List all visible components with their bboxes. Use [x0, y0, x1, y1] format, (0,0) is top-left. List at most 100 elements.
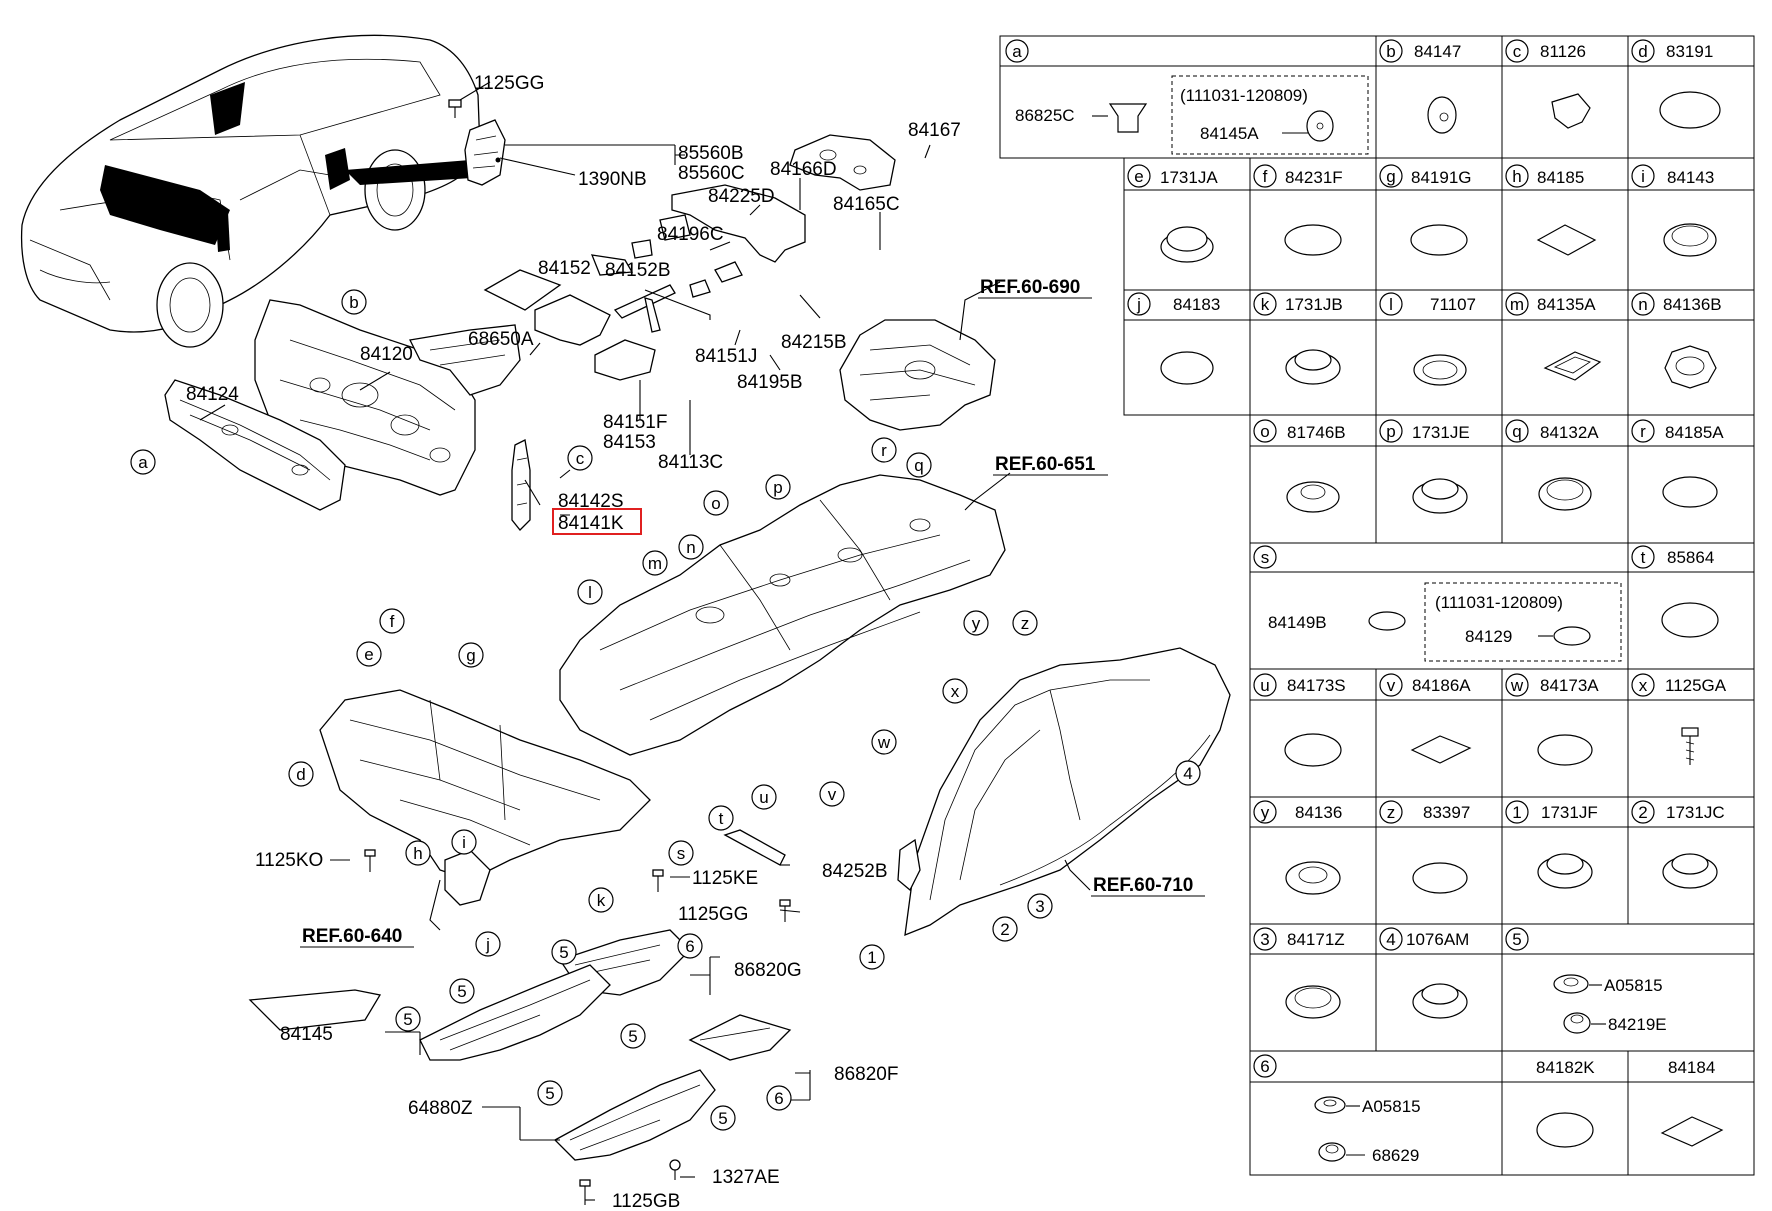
circle-n: n — [678, 534, 704, 560]
label-1125KO: 1125KO — [255, 850, 323, 871]
legend-a: a 86825C (111031-120809) 84145A — [1005, 39, 1334, 143]
circle-o: o — [703, 490, 729, 516]
label-84124: 84124 — [186, 384, 239, 405]
legend-1: 1 1731JF — [1505, 800, 1598, 889]
svg-text:5: 5 — [545, 1084, 554, 1103]
label-84151J: 84151J — [695, 346, 757, 367]
legend-m: m 84135A — [1505, 292, 1602, 381]
svg-text:84149B: 84149B — [1268, 613, 1327, 632]
svg-text:84185A: 84185A — [1665, 423, 1724, 442]
svg-text:w: w — [877, 733, 891, 752]
svg-text:e: e — [1134, 167, 1143, 186]
svg-text:83397: 83397 — [1423, 803, 1470, 822]
bracket-85560 — [448, 99, 506, 186]
svg-text:1125GA: 1125GA — [1665, 676, 1727, 695]
svg-text:k: k — [1261, 295, 1270, 314]
svg-text:A05815: A05815 — [1604, 976, 1663, 995]
legend-84182K: 84182K — [1536, 1058, 1595, 1148]
highlight-box-84141K — [552, 508, 642, 535]
label-84141K: 84141K — [558, 513, 624, 534]
circle-a: a — [130, 449, 156, 475]
circle-t: t — [708, 805, 734, 831]
svg-text:z: z — [1387, 803, 1396, 822]
svg-text:l: l — [1389, 295, 1393, 314]
svg-text:5: 5 — [718, 1109, 727, 1128]
svg-text:1731JA: 1731JA — [1160, 168, 1218, 187]
label-86820F: 86820F — [834, 1064, 898, 1085]
svg-text:86825C: 86825C — [1015, 106, 1075, 125]
under-covers — [248, 929, 792, 1161]
svg-text:85864: 85864 — [1667, 548, 1714, 567]
svg-text:84191G: 84191G — [1411, 168, 1472, 187]
svg-text:j: j — [1136, 295, 1141, 314]
svg-text:A05815: A05815 — [1362, 1097, 1421, 1116]
svg-text:1076AM: 1076AM — [1406, 930, 1469, 949]
svg-text:81746B: 81746B — [1287, 423, 1346, 442]
legend-2: 2 1731JC — [1631, 800, 1725, 889]
svg-text:s: s — [1261, 548, 1270, 567]
svg-text:84136B: 84136B — [1663, 295, 1722, 314]
svg-text:z: z — [1021, 614, 1030, 633]
svg-text:p: p — [1386, 422, 1395, 441]
insulation-pads — [483, 134, 896, 381]
legend-v: v 84186A — [1379, 673, 1472, 764]
ref-60-640: REF.60-640 — [302, 926, 402, 947]
svg-text:h: h — [1512, 167, 1521, 186]
legend-r: r 84185A — [1631, 419, 1724, 508]
svg-text:h: h — [413, 844, 422, 863]
svg-text:i: i — [462, 833, 466, 852]
svg-text:(111031-120809): (111031-120809) — [1180, 86, 1308, 105]
label-84195B: 84195B — [737, 372, 803, 393]
rear-floor-panel — [839, 319, 996, 431]
circle-d: d — [288, 761, 314, 787]
svg-text:c: c — [576, 449, 585, 468]
circle-i: i — [451, 829, 477, 855]
legend-q: q 84132A — [1505, 419, 1599, 511]
circle-z: z — [1012, 610, 1038, 636]
circle-3: 3 — [1027, 893, 1053, 919]
svg-text:r: r — [881, 441, 887, 460]
circle-c: c — [567, 445, 593, 471]
label-84151F: 84151F — [603, 412, 667, 433]
circle-4: 4 — [1175, 760, 1201, 786]
svg-text:(111031-120809): (111031-120809) — [1435, 593, 1563, 612]
label-86820G: 86820G — [734, 960, 802, 981]
svg-text:68629: 68629 — [1372, 1146, 1419, 1165]
leader-lines — [199, 81, 1091, 1201]
svg-text:m: m — [1510, 295, 1524, 314]
svg-text:k: k — [597, 891, 606, 910]
circle-l: l — [577, 579, 603, 605]
reinforcement-84252B — [723, 829, 786, 866]
svg-text:s: s — [677, 844, 686, 863]
svg-text:m: m — [648, 554, 662, 573]
svg-text:84135A: 84135A — [1537, 295, 1596, 314]
car-illustration — [20, 34, 481, 348]
circle-y: y — [963, 610, 989, 636]
svg-text:y: y — [1261, 803, 1270, 822]
circle-6-a: 6 — [677, 933, 703, 959]
svg-text:c: c — [1513, 42, 1522, 61]
svg-text:84173S: 84173S — [1287, 676, 1346, 695]
ref-60-651: REF.60-651 — [995, 454, 1096, 475]
ref-60-690: REF.60-690 — [980, 277, 1080, 298]
svg-text:q: q — [914, 456, 923, 475]
bar-84124 — [164, 379, 346, 511]
svg-text:1: 1 — [1512, 803, 1521, 822]
label-84145: 84145 — [280, 1024, 333, 1045]
circle-6-b: 6 — [766, 1085, 792, 1111]
svg-text:6: 6 — [1260, 1057, 1269, 1076]
svg-text:6: 6 — [774, 1089, 783, 1108]
circle-j: j — [475, 931, 501, 957]
svg-text:o: o — [1260, 422, 1269, 441]
svg-text:84186A: 84186A — [1412, 676, 1471, 695]
svg-text:84145A: 84145A — [1200, 124, 1259, 143]
legend-y: y 84136 — [1253, 800, 1342, 895]
bracket-84141K — [511, 439, 531, 531]
svg-text:v: v — [828, 785, 837, 804]
svg-text:d: d — [1638, 42, 1647, 61]
label-84165C: 84165C — [833, 194, 900, 215]
legend-h: h 84185 — [1505, 164, 1597, 256]
legend-d: d 83191 — [1631, 39, 1721, 129]
legend-z: z 83397 — [1379, 800, 1470, 894]
svg-text:e: e — [364, 645, 373, 664]
